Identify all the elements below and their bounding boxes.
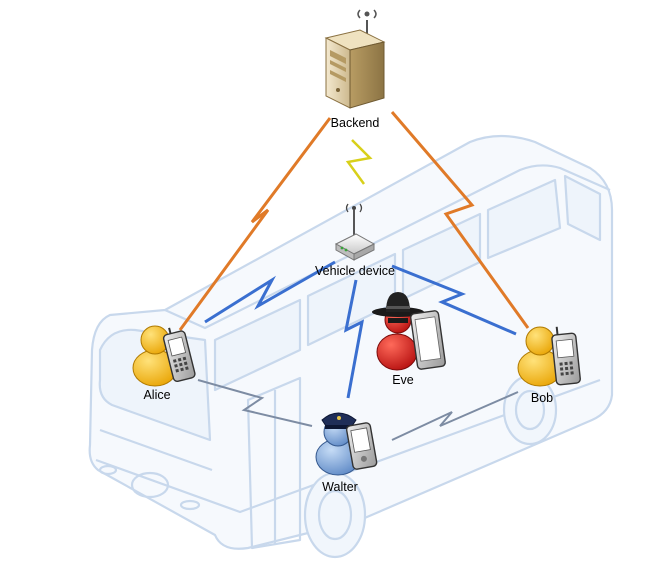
alice-node: Alice xyxy=(132,325,196,402)
alice-label: Alice xyxy=(143,388,170,402)
link-backend-vehicle xyxy=(345,139,373,185)
eve-node: Eve xyxy=(372,292,446,387)
links xyxy=(178,111,530,441)
bob-node: Bob xyxy=(517,326,581,405)
police-officer-with-pda-icon xyxy=(315,412,378,476)
walter-label: Walter xyxy=(322,480,358,494)
vehicle-device-node: Vehicle device xyxy=(315,203,395,278)
link-backend-alice xyxy=(178,117,332,331)
backend-node: Backend xyxy=(324,9,386,130)
server-tower-icon xyxy=(324,9,386,109)
router-icon xyxy=(334,203,376,261)
link-vehicle-alice xyxy=(204,260,336,324)
hacker-with-tablet-icon xyxy=(372,292,446,371)
backend-label: Backend xyxy=(331,116,380,130)
link-vehicle-bob xyxy=(391,264,517,336)
eve-label: Eve xyxy=(392,373,414,387)
vehicle-device-label: Vehicle device xyxy=(315,264,395,278)
person-with-phone-icon xyxy=(517,326,581,387)
walter-node: Walter xyxy=(315,412,378,494)
person-with-phone-icon xyxy=(132,325,196,387)
bob-label: Bob xyxy=(531,391,553,405)
link-backend-bob xyxy=(390,111,530,329)
link-walter-bob xyxy=(391,391,519,441)
link-alice-walter xyxy=(197,379,313,427)
link-vehicle-walter xyxy=(343,279,365,399)
